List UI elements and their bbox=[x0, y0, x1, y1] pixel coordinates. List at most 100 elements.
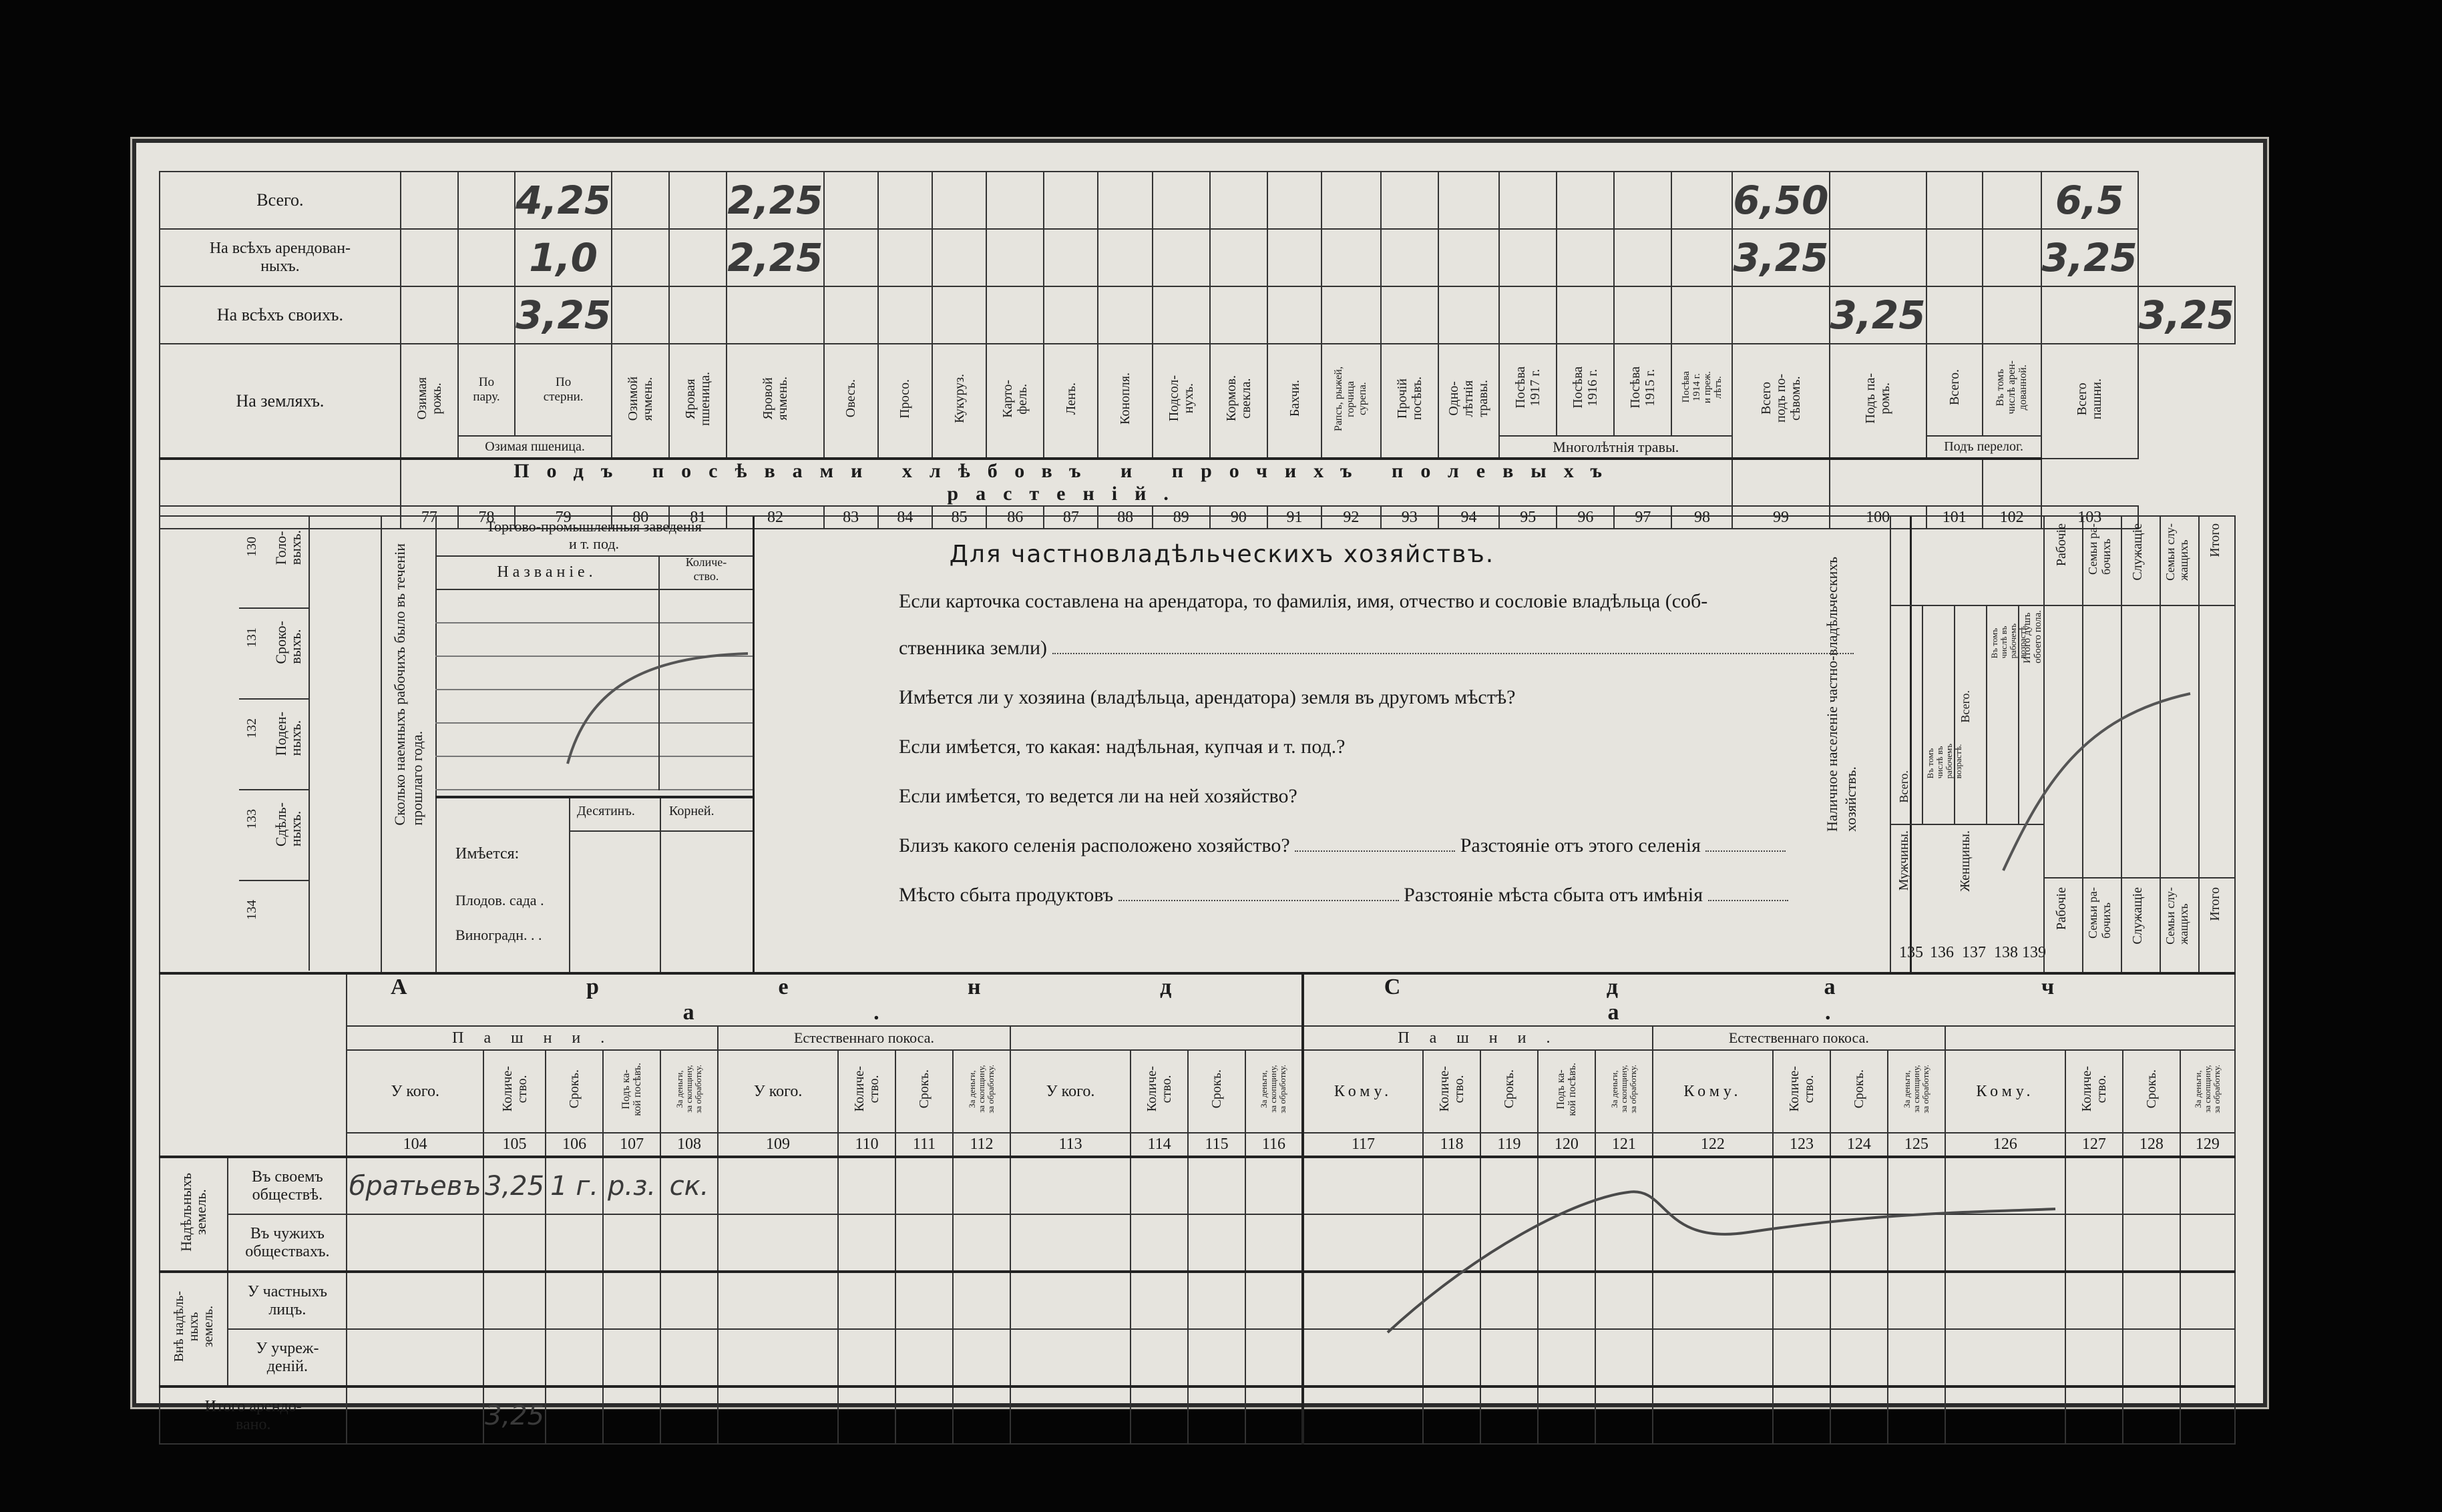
hdr-78: По пару. bbox=[457, 343, 516, 437]
top-col-number: 86 bbox=[986, 505, 1045, 529]
top-col-number: 92 bbox=[1321, 505, 1382, 529]
hdr-93: Прочій посѣвъ. bbox=[1394, 376, 1424, 421]
bottom-col-number: 125 bbox=[1886, 1132, 1946, 1158]
sdacha-title: С д а ч а . bbox=[1301, 972, 2236, 1027]
hw-bottom-srok: 1 г. bbox=[545, 1156, 604, 1215]
hw-c82-r0: 2,25 bbox=[726, 171, 825, 230]
top-col-number: 93 bbox=[1380, 505, 1439, 529]
bottom-col-number: 104 bbox=[346, 1132, 484, 1158]
col-133: 133 Сдѣль- ныхъ. bbox=[239, 789, 310, 881]
itogo-arendovano: Итого арендо- вано. bbox=[158, 1385, 348, 1445]
hw-c103-r1: 3,25 bbox=[2040, 228, 2139, 287]
hw-bottom-u-kogo: братьевъ bbox=[346, 1156, 484, 1215]
top-col-number: 91 bbox=[1266, 505, 1323, 529]
hdr-98: Посѣва 1914 г. и преж. лѣтъ. bbox=[1680, 371, 1723, 404]
top-col-number: 83 bbox=[823, 505, 879, 529]
bottom-col-number: 111 bbox=[895, 1132, 954, 1158]
hdr-77: Озимая рожь. bbox=[414, 377, 444, 420]
hdr-79: По стерни. bbox=[514, 343, 613, 437]
bottom-table: А р е н д а . С д а ч а . П а ш н и . Ес… bbox=[158, 972, 2236, 1445]
top-table: Всего. 4,25 2,25 6,50 6,5 На всѣхъ аренд… bbox=[159, 171, 2236, 529]
row-label-arendovannykh: На всѣхъ арендован- ныхъ. bbox=[159, 228, 401, 287]
bottom-col-number: 120 bbox=[1537, 1132, 1596, 1158]
top-col-number: 95 bbox=[1498, 505, 1558, 529]
top-col-number: 103 bbox=[2040, 505, 2139, 529]
bottom-col-number: 129 bbox=[2179, 1132, 2236, 1158]
card-inner: Всего. 4,25 2,25 6,50 6,5 На всѣхъ аренд… bbox=[158, 171, 2236, 1445]
top-col-number: 81 bbox=[668, 505, 728, 529]
hw-bottom-posev: р.з. bbox=[602, 1156, 662, 1215]
hw-bottom-kol: 3,25 bbox=[482, 1156, 547, 1215]
q6: Мѣсто сбыта продуктовъ bbox=[899, 884, 1114, 906]
top-col-number: 88 bbox=[1097, 505, 1153, 529]
q3: Если имѣется, то какая: надѣльная, купча… bbox=[899, 736, 1346, 758]
hdr-101: Всего. bbox=[1947, 369, 1962, 406]
vinograd-label: Виноградн. . . bbox=[455, 927, 542, 943]
torg-title: Торгово-промышленныя заведенія и т. под. bbox=[435, 517, 753, 557]
hdr-91: Бахчи. bbox=[1287, 380, 1302, 417]
bottom-col-number: 121 bbox=[1594, 1132, 1653, 1158]
q5: Близъ какого селенія расположено хозяйст… bbox=[899, 834, 1290, 856]
hw-c79-r0: 4,25 bbox=[514, 171, 613, 230]
ozimaya-pshenitsa: Озимая пшеница. bbox=[457, 435, 613, 459]
hdr-90: Кормов. свекла. bbox=[1223, 375, 1253, 422]
hdr-92: Рапсъ, рыжей, горчица сурепа. bbox=[1333, 366, 1369, 431]
bottom-col-number: 118 bbox=[1422, 1132, 1481, 1158]
bottom-col-number: 113 bbox=[1009, 1132, 1132, 1158]
hdr-99: Всего подъ по- сѣвомъ. bbox=[1758, 374, 1803, 423]
row-label-svoikh: На всѣхъ своихъ. bbox=[159, 286, 401, 344]
col-130: 130 Голо- выхъ. bbox=[239, 517, 310, 609]
top-col-number: 77 bbox=[399, 505, 459, 529]
hw-c103-r2: 3,25 bbox=[2137, 286, 2236, 344]
hdr-96: Посѣва 1916 г. bbox=[1571, 366, 1601, 409]
nazvanie-header: Названіе. bbox=[435, 555, 660, 590]
col-132: 132 Поден- ныхъ. bbox=[239, 698, 310, 790]
bottom-col-number: 117 bbox=[1301, 1132, 1424, 1158]
bottom-col-number: 116 bbox=[1244, 1132, 1303, 1158]
hw-c79-r2: 3,25 bbox=[514, 286, 613, 344]
top-col-number: 82 bbox=[726, 505, 825, 529]
bottom-col-number: 105 bbox=[482, 1132, 547, 1158]
top-col-number: 97 bbox=[1613, 505, 1673, 529]
top-col-number: 87 bbox=[1043, 505, 1099, 529]
top-col-number: 78 bbox=[457, 505, 516, 529]
hdr-86: Карто- фель. bbox=[1000, 379, 1030, 418]
pod-perelog: Подъ перелог. bbox=[1925, 435, 2042, 459]
bottom-col-number: 112 bbox=[952, 1132, 1011, 1158]
col-134: 134 bbox=[239, 880, 310, 971]
bottom-col-number: 114 bbox=[1130, 1132, 1189, 1158]
na-zemlyakh-label: На земляхъ. bbox=[159, 343, 401, 459]
hdr-85: Кукуруз. bbox=[952, 374, 967, 423]
hw-c82-r1: 2,25 bbox=[726, 228, 825, 287]
private-title: Для частновладѣльческихъ хозяйствъ. bbox=[949, 541, 1495, 568]
hdr-102: Въ томъ числѣ арен- дованной. bbox=[1995, 360, 2029, 415]
mnogoletnie-travy: Многолѣтнія травы. bbox=[1498, 435, 1734, 459]
top-col-number: 80 bbox=[611, 505, 670, 529]
plodov-sad-label: Плодов. сада . bbox=[455, 892, 544, 909]
population-table: Всего. Въ томъ числѣ въ рабочемъ возраст… bbox=[1890, 517, 2046, 972]
top-col-number: 89 bbox=[1151, 505, 1211, 529]
bottom-col-number: 108 bbox=[660, 1132, 719, 1158]
crops-banner: Подъ посѣвами хлѣбовъ и прочихъ полевыхъ… bbox=[399, 457, 1734, 507]
top-col-number: 99 bbox=[1732, 505, 1830, 529]
hired-workers-columns: 130 Голо- выхъ. 131 Сроко- выхъ. 132 Под… bbox=[239, 517, 381, 972]
q4: Если имѣется, то ведется ли на ней хозяй… bbox=[899, 785, 1297, 807]
hdr-83: Овесъ. bbox=[843, 379, 859, 418]
census-card: Всего. 4,25 2,25 6,50 6,5 На всѣхъ аренд… bbox=[130, 137, 2269, 1445]
hw-c79-r1: 1,0 bbox=[514, 228, 613, 287]
top-col-number: 85 bbox=[931, 505, 988, 529]
middle-section: 130 Голо- выхъ. 131 Сроко- выхъ. 132 Под… bbox=[159, 515, 2236, 973]
bottom-col-number: 122 bbox=[1651, 1132, 1774, 1158]
hw-itogo: 3,25 bbox=[482, 1385, 547, 1445]
top-col-number: 101 bbox=[1925, 505, 1983, 529]
bottom-col-number: 106 bbox=[545, 1132, 604, 1158]
vne-label: Внѣ надѣль- ныхъ земель. bbox=[172, 1291, 216, 1362]
hw-c99-r2: 3,25 bbox=[1828, 286, 1927, 344]
trade-establishments: Торгово-промышленныя заведенія и т. под.… bbox=[435, 517, 753, 972]
hdr-88: Конопля. bbox=[1118, 372, 1133, 425]
arenda-title: А р е н д а . bbox=[346, 972, 1303, 1027]
hdr-94: Одно- лѣтнія травы. bbox=[1446, 380, 1491, 417]
bottom-col-number: 123 bbox=[1772, 1132, 1831, 1158]
hdr-100: Подъ па- ромъ. bbox=[1863, 373, 1893, 424]
bottom-col-number: 126 bbox=[1944, 1132, 2066, 1158]
